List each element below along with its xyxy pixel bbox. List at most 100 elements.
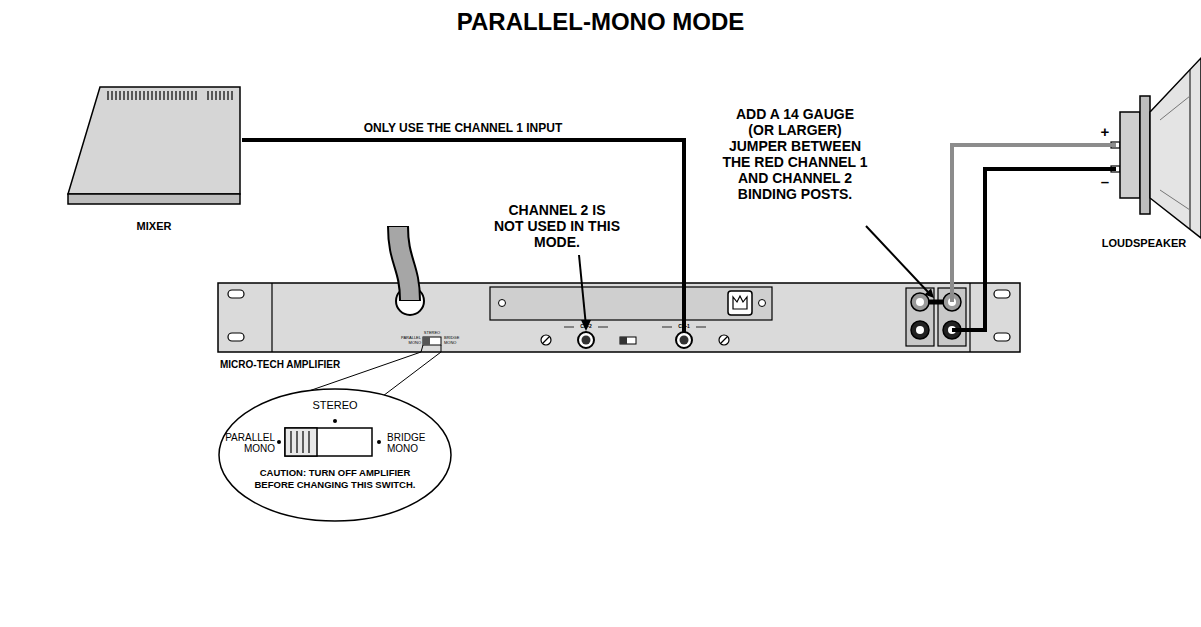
terminal-polarity: + bbox=[1098, 123, 1112, 140]
mixer-node: MIXER bbox=[66, 84, 242, 236]
mixer-fader-slot bbox=[131, 91, 132, 100]
switch-marking: PARALLEL MONO bbox=[396, 336, 421, 345]
rack-ear-line bbox=[969, 283, 970, 352]
mixer-fader-slot bbox=[119, 91, 120, 100]
mixer-fader-slot bbox=[163, 91, 164, 100]
switch-position-dot bbox=[277, 440, 281, 444]
rack-hole bbox=[994, 290, 1010, 298]
mixer-fader-slot bbox=[159, 91, 160, 100]
panel-rule bbox=[564, 327, 574, 328]
input-jack bbox=[578, 332, 594, 348]
input-jack-hole bbox=[680, 336, 689, 345]
terminal-polarity: – bbox=[1098, 173, 1112, 190]
module-screw bbox=[499, 300, 506, 307]
magnifier-line bbox=[441, 345, 442, 352]
loudspeaker-drawing bbox=[1111, 58, 1201, 238]
slider-grip bbox=[296, 431, 297, 453]
power-cord-outline bbox=[398, 226, 410, 301]
level-control-slot bbox=[721, 337, 727, 343]
slider-grip bbox=[302, 431, 303, 453]
mixer-fader-slot bbox=[127, 91, 128, 100]
leader-line bbox=[866, 226, 928, 292]
negative-wire-inside bbox=[952, 283, 985, 330]
negative-speaker-wire bbox=[985, 169, 1116, 283]
mixer-fader-slot bbox=[115, 91, 116, 100]
amplifier-drawing bbox=[218, 226, 1020, 352]
mixer-fader-slot bbox=[123, 91, 124, 100]
power-cord bbox=[398, 227, 410, 300]
mixer-fader-slot bbox=[143, 91, 144, 100]
speaker-shading bbox=[1160, 96, 1190, 120]
panel-rule bbox=[662, 327, 672, 328]
amplifier-node: MICRO-TECH AMPLIFIER bbox=[218, 283, 1020, 352]
mixer-fader-slot bbox=[207, 91, 208, 100]
mixer-fader-slot bbox=[155, 91, 156, 100]
mixer-fader-slot bbox=[195, 91, 196, 100]
switch-marking: BRIDGE MONO bbox=[444, 336, 466, 345]
mixer-fader-slot bbox=[183, 91, 184, 100]
mixer-fader-slot bbox=[111, 91, 112, 100]
panel-rule bbox=[598, 327, 608, 328]
input-module bbox=[490, 287, 772, 320]
mixer-fader-slot bbox=[139, 91, 140, 100]
red-binding-post bbox=[911, 293, 929, 311]
input-jack-hole bbox=[582, 336, 591, 345]
node-label: STEREO bbox=[305, 399, 365, 412]
mixer-fader-slot bbox=[175, 91, 176, 100]
mixer-fader-slot bbox=[147, 91, 148, 100]
mixer-fader-slot bbox=[219, 91, 220, 100]
signal-cable bbox=[242, 140, 684, 283]
crown-logo-mark bbox=[733, 296, 747, 309]
node-label: MIXER bbox=[66, 220, 242, 233]
callout-ellipse bbox=[219, 389, 451, 521]
panel-marking: CH-2 bbox=[574, 323, 598, 329]
mixer-fader-slot bbox=[223, 91, 224, 100]
mixer-fader-slot bbox=[231, 91, 232, 100]
node-text: PARALLEL MONO bbox=[221, 432, 275, 454]
leader-arrows bbox=[579, 226, 934, 331]
panel-marking: CH-1 bbox=[672, 323, 696, 329]
node-label: MICRO-TECH AMPLIFIER bbox=[220, 359, 356, 371]
switch-position-dot bbox=[333, 419, 337, 423]
speaker-plate bbox=[1140, 96, 1150, 214]
node-text: CAUTION: TURN OFF AMPLIFIER BEFORE CHANG… bbox=[243, 467, 427, 491]
callout-note: CHANNEL 2 IS NOT USED IN THIS MODE. bbox=[492, 202, 622, 250]
rack-hole bbox=[994, 333, 1010, 341]
speaker-cone bbox=[1150, 58, 1201, 238]
small-switch bbox=[620, 337, 636, 344]
amplifier-panel bbox=[218, 283, 1020, 352]
binding-post-frame bbox=[906, 288, 934, 346]
mixer-fader-slot bbox=[191, 91, 192, 100]
switch-callout: STEREO PARALLEL MONO BRIDGE MONO CAUTION: T… bbox=[217, 387, 453, 523]
mixer-fader-slot bbox=[107, 91, 108, 100]
speaker-shading bbox=[1160, 190, 1190, 210]
diagram-title: PARALLEL-MONO MODE bbox=[0, 8, 1201, 36]
slider-grip bbox=[308, 431, 309, 453]
mode-switch-slider bbox=[285, 428, 317, 456]
input-jack bbox=[676, 332, 692, 348]
mixer-fader-slot bbox=[215, 91, 216, 100]
mixer-fader-slot bbox=[179, 91, 180, 100]
magnifier-line bbox=[421, 345, 423, 352]
slider-grip bbox=[290, 431, 291, 453]
mixer-fader-slot bbox=[171, 91, 172, 100]
speaker-magnet bbox=[1120, 112, 1140, 198]
mode-switch-slider bbox=[423, 337, 430, 345]
rack-ear-line bbox=[271, 283, 272, 352]
callout-note: ADD A 14 GAUGE (OR LARGER) JUMPER BETWEE… bbox=[722, 106, 868, 202]
level-control-slot bbox=[543, 337, 549, 343]
mixer-fader-slot bbox=[151, 91, 152, 100]
mode-switch-large bbox=[285, 428, 372, 456]
black-binding-post bbox=[911, 321, 929, 339]
level-control bbox=[541, 335, 551, 345]
connector-label: ONLY USE THE CHANNEL 1 INPUT bbox=[361, 121, 565, 135]
level-control bbox=[719, 335, 729, 345]
node-text: BRIDGE MONO bbox=[387, 432, 445, 454]
positive-speaker-wire bbox=[952, 145, 1116, 283]
mixer-fader-slot bbox=[227, 91, 228, 100]
mixer-fader-slot bbox=[135, 91, 136, 100]
mode-switch bbox=[423, 337, 441, 345]
crown-logo bbox=[728, 291, 752, 315]
rack-hole bbox=[228, 333, 244, 341]
